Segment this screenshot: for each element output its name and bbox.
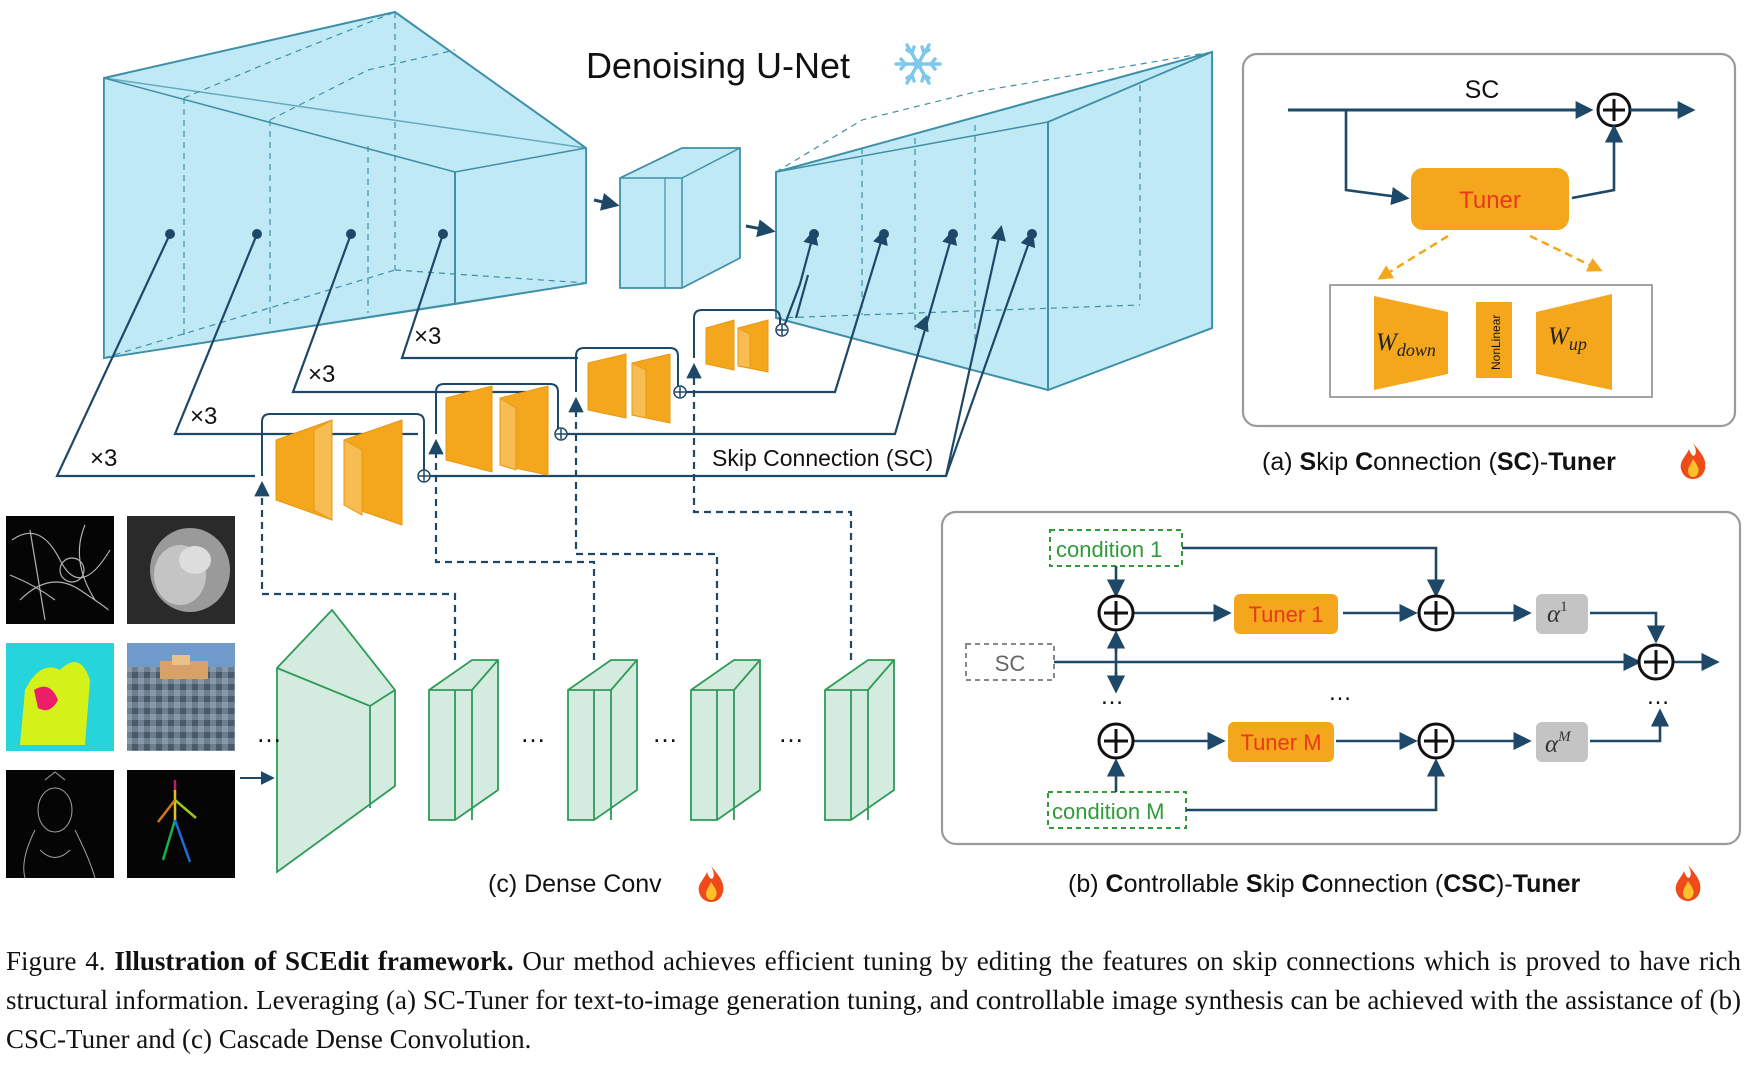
panel-b-ellipsis-2: … [1328, 679, 1352, 706]
figure-label: Figure 4. [6, 946, 106, 976]
panel-a-sc-tuner: SC Tuner Wdown NonLinear Wup [1241, 52, 1737, 428]
tuner-m-block [1228, 722, 1334, 762]
condition-1-label: condition 1 [1056, 537, 1162, 562]
w-up-block [1536, 294, 1612, 390]
alpha-m-sup: M [1557, 729, 1572, 745]
fire-icon [1680, 443, 1706, 479]
tuner-1-block [1234, 594, 1338, 634]
tuner-m-label: Tuner M [1240, 730, 1321, 755]
svg-text:αM: αM [1545, 729, 1572, 758]
repeat-label-2: ×3 [190, 403, 217, 430]
repeat-label-3: ×3 [308, 361, 335, 388]
repeat-label-1: ×3 [90, 445, 117, 472]
panel-a-caption: (a) Skip Connection (SC)-Tuner [1262, 448, 1616, 476]
unet-encoder-block [103, 10, 587, 360]
snowflake-icon [894, 43, 942, 85]
condition-m-label: condition M [1052, 799, 1165, 824]
w-up-sub: up [1569, 334, 1587, 354]
caption-body: Our method achieves efficient tuning by … [6, 946, 1742, 1054]
canny-edge-image [6, 516, 114, 624]
unet-decoder-block [775, 50, 1213, 392]
alpha-m-box [1536, 722, 1588, 762]
condition-1-box [1049, 529, 1183, 567]
panel-b-caption: (b) Controllable Skip Connection (CSC)-T… [1068, 870, 1581, 898]
nonlinear-block [1476, 302, 1512, 378]
svg-text:Wup: Wup [1548, 323, 1587, 354]
panel-b-ellipsis-1: … [1100, 683, 1124, 710]
unet-title: Denoising U-Net [586, 45, 850, 86]
figure-caption: Figure 4. Illustration of SCEdit framewo… [6, 942, 1741, 1059]
depth-map-image [127, 516, 235, 624]
dense-conv-stack: … … … … [240, 362, 895, 874]
panel-b-csc-tuner: condition 1 condition M SC [940, 510, 1742, 846]
svg-text:α1: α1 [1547, 599, 1568, 628]
alpha-m-base: α [1545, 731, 1559, 758]
panel-a-tuner-block [1411, 168, 1569, 230]
alpha-1-sup: 1 [1560, 599, 1568, 615]
w-down-base: W [1376, 329, 1399, 356]
skip-connection-label: Skip Connection (SC) [712, 445, 933, 471]
alpha-1-box [1536, 594, 1588, 634]
scedit-framework-diagram: Denoising U-Net ×3 ×3 ×3 ×3 Skip Connect… [6, 10, 1742, 902]
fire-icon [698, 866, 724, 902]
pose-skeleton-image [127, 770, 235, 878]
panel-b-ellipsis-3: … [1646, 683, 1670, 710]
dense-ellipsis-4: … [778, 718, 804, 748]
condition-thumbnails [6, 516, 235, 879]
sc-tuner-stack [261, 309, 789, 526]
segmentation-map-image [6, 643, 114, 751]
alpha-1-base: α [1547, 601, 1561, 628]
dense-ellipsis-3: … [652, 718, 678, 748]
w-down-sub: down [1397, 340, 1436, 360]
sketch-outline-image [6, 770, 114, 879]
tuner-1-label: Tuner 1 [1248, 602, 1323, 627]
panel-b-sc-label: SC [995, 651, 1026, 676]
panel-b-sc-box [965, 643, 1055, 681]
caption-title: Illustration of SCEdit framework. [114, 946, 514, 976]
panel-c-caption: (c) Dense Conv [488, 870, 662, 898]
condition-m-box [1047, 791, 1187, 829]
nonlinear-label: NonLinear [1489, 315, 1503, 370]
dense-ellipsis-1: … [256, 718, 282, 748]
repeat-label-4: ×3 [414, 323, 441, 350]
panel-a-sc-label: SC [1465, 76, 1500, 104]
fire-icon [1675, 865, 1701, 901]
w-down-block [1374, 296, 1448, 390]
panel-a-tuner-label: Tuner [1459, 187, 1521, 214]
dense-ellipsis-2: … [520, 718, 546, 748]
w-up-base: W [1548, 323, 1571, 350]
svg-text:Wdown: Wdown [1376, 329, 1436, 360]
color-mosaic-image [127, 643, 235, 751]
unet-middle-block [619, 147, 741, 289]
